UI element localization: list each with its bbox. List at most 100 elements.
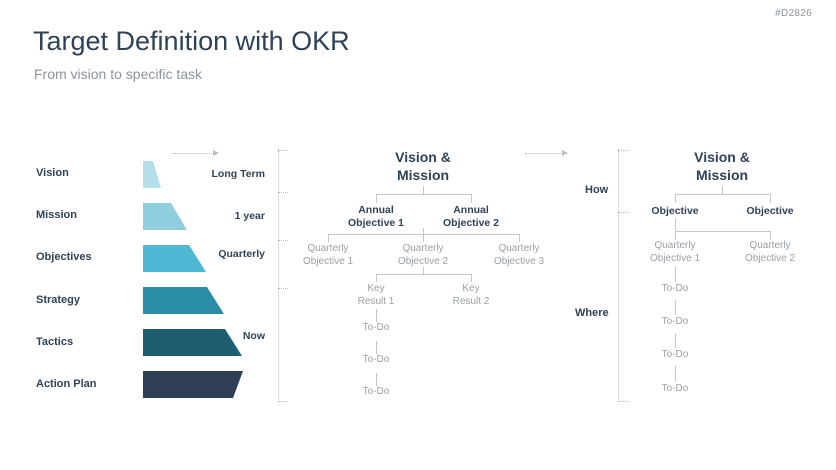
- guide-rail-left-tick-2: [278, 192, 288, 193]
- detail-conn-todo-3: [675, 333, 676, 348]
- timeline-arrow-left-head: [213, 149, 219, 156]
- detail-root-line2: Mission: [695, 166, 749, 183]
- okr-quarterly-objective-1: Quarterly Objective 1: [283, 243, 373, 268]
- okr-conn-todo-1: [376, 309, 377, 322]
- detail-quarterly-objective-1-line1: Quarterly: [654, 240, 696, 251]
- detail-todo-3: To-Do: [661, 349, 689, 360]
- okr-conn-quarterly-drop2: [423, 228, 424, 242]
- okr-key-result-1-line2: Result 1: [357, 295, 395, 307]
- detail-conn-obj-drop1: [675, 194, 676, 203]
- okr-quarterly-objective-2-line2: Objective 2: [397, 255, 449, 267]
- okr-annual-objective-1-line2: Objective 1: [347, 217, 405, 230]
- funnel-shape-action-plan: [143, 371, 243, 398]
- funnel-label-objectives: Objectives: [36, 251, 92, 263]
- funnel-label-action-plan: Action Plan: [36, 378, 97, 390]
- okr-quarterly-objective-2-line1: Quarterly: [402, 243, 444, 254]
- detail-objective-2: Objective: [746, 205, 794, 217]
- detail-conn-obj-bar: [675, 194, 770, 195]
- guide-rail-right-tick-2: [618, 212, 628, 213]
- funnel-time-now: Now: [242, 330, 265, 342]
- detail-quarterly-objective-2-line2: Objective 2: [744, 252, 796, 264]
- okr-conn-kr-stem: [423, 267, 424, 274]
- guide-rail-right-tick-1: [618, 150, 628, 151]
- okr-conn-root-stem: [423, 186, 424, 194]
- funnel-time-one-year: 1 year: [234, 210, 265, 222]
- okr-conn-quarterly-drop1: [328, 234, 329, 242]
- okr-conn-annual-bar: [376, 194, 471, 195]
- funnel-label-tactics: Tactics: [36, 336, 74, 348]
- detail-conn-obj-drop2: [770, 194, 771, 203]
- okr-key-result-2-line2: Result 2: [452, 295, 490, 307]
- detail-quarterly-objective-1-line2: Objective 1: [649, 252, 701, 264]
- okr-quarterly-objective-3: Quarterly Objective 3: [474, 243, 564, 268]
- okr-annual-objective-1-line1: Annual: [358, 204, 394, 216]
- okr-key-result-1: Key Result 1: [336, 283, 416, 308]
- guide-rail-left-line: [278, 149, 279, 402]
- okr-annual-objective-2: Annual Objective 2: [421, 204, 521, 230]
- detail-todo-2: To-Do: [661, 316, 689, 327]
- okr-conn-annual-drop1: [376, 194, 377, 203]
- guide-rail-left-tick-4: [278, 288, 288, 289]
- funnel-shape-tactics: [143, 329, 242, 356]
- detail-conn-q-stem: [675, 218, 676, 231]
- funnel-shape-objectives: [143, 245, 206, 272]
- detail-conn-q-bar: [675, 231, 770, 232]
- detail-conn-q-drop1: [675, 231, 676, 240]
- funnel-time-quarterly: Quarterly: [218, 248, 265, 260]
- timeline-arrow-right: [525, 153, 563, 154]
- okr-todo-2: To-Do: [362, 354, 390, 365]
- okr-todo-3: To-Do: [362, 386, 390, 397]
- okr-key-result-2-line1: Key: [462, 283, 480, 294]
- okr-conn-annual-drop2: [471, 194, 472, 203]
- detail-conn-todo-1: [675, 267, 676, 282]
- okr-conn-kr-drop1: [376, 274, 377, 282]
- okr-conn-quarterly-drop3: [519, 234, 520, 242]
- detail-root-line1: Vision &: [694, 149, 750, 165]
- okr-root: Vision & Mission: [362, 149, 484, 184]
- okr-annual-objective-2-line2: Objective 2: [442, 217, 500, 230]
- funnel-bar-mission: [143, 203, 187, 230]
- okr-conn-kr-bar: [376, 274, 471, 275]
- detail-todo-1: To-Do: [661, 283, 689, 294]
- guide-rail-left-tick-5: [278, 401, 288, 402]
- funnel-bar-vision: [143, 161, 161, 188]
- detail-conn-todo-2: [675, 300, 676, 315]
- okr-quarterly-objective-2: Quarterly Objective 2: [378, 243, 468, 268]
- okr-quarterly-objective-3-line1: Quarterly: [498, 243, 540, 254]
- funnel-label-vision: Vision: [36, 167, 69, 179]
- guide-rail-left-tick-3: [278, 240, 288, 241]
- guide-rail-left-tick-1: [278, 150, 288, 151]
- funnel-shape-vision: [143, 161, 161, 188]
- okr-quarterly-objective-1-line2: Objective 1: [302, 255, 354, 267]
- okr-key-result-2: Key Result 2: [431, 283, 511, 308]
- page-title: Target Definition with OKR: [33, 26, 350, 56]
- funnel-bar-strategy: [143, 287, 224, 314]
- funnel-bar-action-plan: [143, 371, 243, 398]
- okr-annual-objective-1: Annual Objective 1: [326, 204, 426, 230]
- guide-rail-right-line: [618, 149, 619, 402]
- timeline-arrow-left: [172, 153, 214, 154]
- okr-root-line1: Vision &: [395, 149, 451, 165]
- funnel-shape-mission: [143, 203, 187, 230]
- funnel-label-strategy: Strategy: [36, 294, 81, 306]
- detail-quarterly-objective-2: Quarterly Objective 2: [725, 240, 815, 265]
- detail-quarterly-objective-2-line1: Quarterly: [749, 240, 791, 251]
- okr-todo-1: To-Do: [362, 322, 390, 333]
- okr-quarterly-objective-3-line2: Objective 3: [493, 255, 545, 267]
- funnel-bar-tactics: [143, 329, 242, 356]
- detail-todo-4: To-Do: [661, 383, 689, 394]
- timeline-arrow-right-head: [562, 149, 568, 156]
- okr-key-result-1-line1: Key: [367, 283, 385, 294]
- detail-conn-todo-4: [675, 366, 676, 381]
- document-id: #D2826: [775, 8, 812, 19]
- side-label-how: How: [585, 184, 609, 196]
- page-subtitle: From vision to specific task: [34, 66, 203, 82]
- okr-root-line2: Mission: [396, 166, 450, 183]
- side-label-where: Where: [575, 307, 609, 319]
- funnel-shape-strategy: [143, 287, 224, 314]
- detail-objective-1: Objective: [651, 205, 699, 217]
- funnel-label-mission: Mission: [36, 209, 77, 221]
- detail-conn-q-drop2: [770, 231, 771, 240]
- okr-conn-todo-3: [376, 373, 377, 386]
